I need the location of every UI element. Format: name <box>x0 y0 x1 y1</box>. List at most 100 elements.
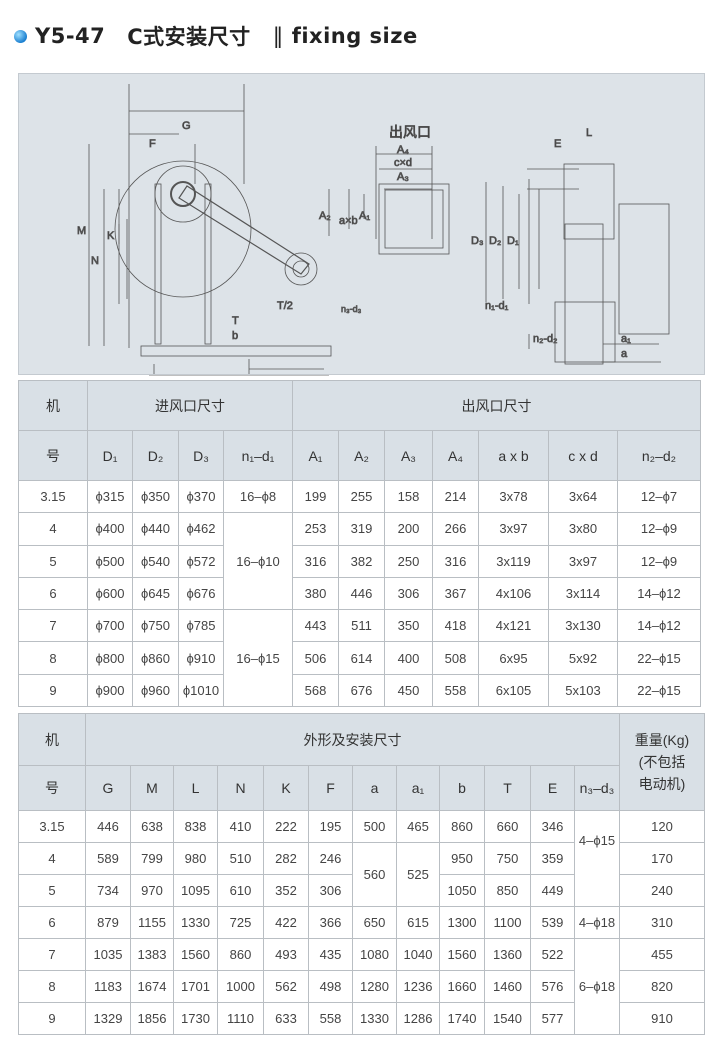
table-cell: 576 <box>530 970 575 1003</box>
dim-label-T2: T/2 <box>277 300 293 312</box>
table-cell: ϕ800 <box>87 641 133 675</box>
table-cell: 633 <box>263 1002 309 1035</box>
table-cell: ϕ785 <box>178 609 224 643</box>
table-cell: 589 <box>85 842 131 875</box>
n3d3-cell: 6–ϕ18 <box>574 938 620 1035</box>
outlet-drawing <box>328 146 450 255</box>
table-cell: 380 <box>292 576 339 611</box>
table-cell: 498 <box>308 970 353 1003</box>
column-header: c x d <box>548 430 618 481</box>
table-cell: ϕ350 <box>132 479 179 514</box>
a-cell: 560 <box>352 842 397 907</box>
table-cell: ϕ1010 <box>178 673 224 708</box>
header-machine: 机 <box>18 380 88 431</box>
table-cell: 418 <box>432 609 479 643</box>
dim-label-L: L <box>586 127 592 139</box>
table-cell: 3.15 <box>18 479 88 514</box>
dim-label-E: E <box>554 138 561 150</box>
column-header: D₃ <box>178 430 224 481</box>
dim-label-D2: D₂ <box>489 235 501 247</box>
column-header: A₁ <box>292 430 339 481</box>
table-cell: 250 <box>384 544 433 578</box>
table-cell: 5x92 <box>548 641 618 675</box>
table-cell: 860 <box>439 810 485 843</box>
table-cell: 1280 <box>352 970 397 1003</box>
table-cell: 359 <box>530 842 575 875</box>
weight-cell: 910 <box>619 1002 705 1035</box>
column-header: E <box>530 765 575 811</box>
table-cell: 1236 <box>396 970 440 1003</box>
front-view-drawing <box>485 163 670 365</box>
table-cell: ϕ750 <box>132 609 179 643</box>
bullet-icon <box>14 29 27 43</box>
table-cell: 3x78 <box>478 479 549 514</box>
a1-cell: 525 <box>396 842 440 907</box>
dim-label-n2d2: n₂-d₂ <box>533 333 557 345</box>
table-cell: 1100 <box>484 906 531 939</box>
table-cell: 446 <box>85 810 131 843</box>
table-cell: ϕ910 <box>178 641 224 675</box>
dim-label-axb: a×b <box>339 215 358 227</box>
weight-cell: 240 <box>619 874 705 907</box>
table-cell: 650 <box>352 906 397 939</box>
table-cell: 366 <box>308 906 353 939</box>
dim-label-G: G <box>182 120 191 132</box>
table-cell: 306 <box>384 576 433 611</box>
table-cell: 246 <box>308 842 353 875</box>
column-header: a x b <box>478 430 549 481</box>
table-cell: 22–ϕ15 <box>616 641 702 675</box>
table-cell: 7 <box>18 609 88 643</box>
table-cell: 8 <box>18 641 88 675</box>
table-cell: 980 <box>173 842 218 875</box>
table-cell: 446 <box>338 576 385 611</box>
table-cell: 638 <box>130 810 174 843</box>
table-cell: 838 <box>173 810 218 843</box>
table-cell: 3x97 <box>548 544 618 578</box>
table-cell: ϕ900 <box>87 673 133 708</box>
table-cell: 850 <box>484 874 531 907</box>
table-cell: 1286 <box>396 1002 440 1035</box>
column-header: n₃–d₃ <box>574 765 620 811</box>
table-cell: ϕ462 <box>178 512 224 546</box>
table-cell: 1110 <box>217 1002 264 1035</box>
dim-label-n1d1: n₁-d₁ <box>485 300 509 312</box>
column-header: F <box>308 765 353 811</box>
dim-label-b: b <box>232 330 238 342</box>
table-cell: 1183 <box>85 970 131 1003</box>
table-cell: ϕ440 <box>132 512 179 546</box>
table-cell: 5 <box>18 544 88 578</box>
table-cell: 1856 <box>130 1002 174 1035</box>
header-dimension-group: 外形及安装尺寸 <box>85 713 620 766</box>
outlet-title: 出风口 <box>389 124 431 140</box>
n1d1-cell: 16–ϕ10 <box>223 512 293 611</box>
column-header: b <box>439 765 485 811</box>
table-cell: 214 <box>432 479 479 514</box>
table-cell: 1080 <box>352 938 397 971</box>
title-cn: C式安装尺寸 <box>127 25 251 49</box>
table-cell: ϕ960 <box>132 673 179 708</box>
table-cell: 615 <box>396 906 440 939</box>
table-cell: 22–ϕ15 <box>616 673 702 708</box>
column-header: N <box>217 765 264 811</box>
column-header: D₁ <box>87 430 133 481</box>
table-cell: 1740 <box>439 1002 485 1035</box>
column-header: T <box>484 765 531 811</box>
table-cell: 422 <box>263 906 309 939</box>
table-cell: 4x106 <box>478 576 549 611</box>
column-header: L <box>173 765 218 811</box>
header-machine-no: 号 <box>18 430 88 481</box>
table-cell: 1660 <box>439 970 485 1003</box>
installation-drawing: G F M N K T/2 T b n₃-d₃ 出风口 A₄ c×d A₃ A₂… <box>18 73 705 376</box>
table-cell: 3x114 <box>548 576 618 611</box>
table-cell: 6x95 <box>478 641 549 675</box>
dim-label-K: K <box>107 230 115 242</box>
table-cell: 1560 <box>173 938 218 971</box>
table-cell: ϕ700 <box>87 609 133 643</box>
